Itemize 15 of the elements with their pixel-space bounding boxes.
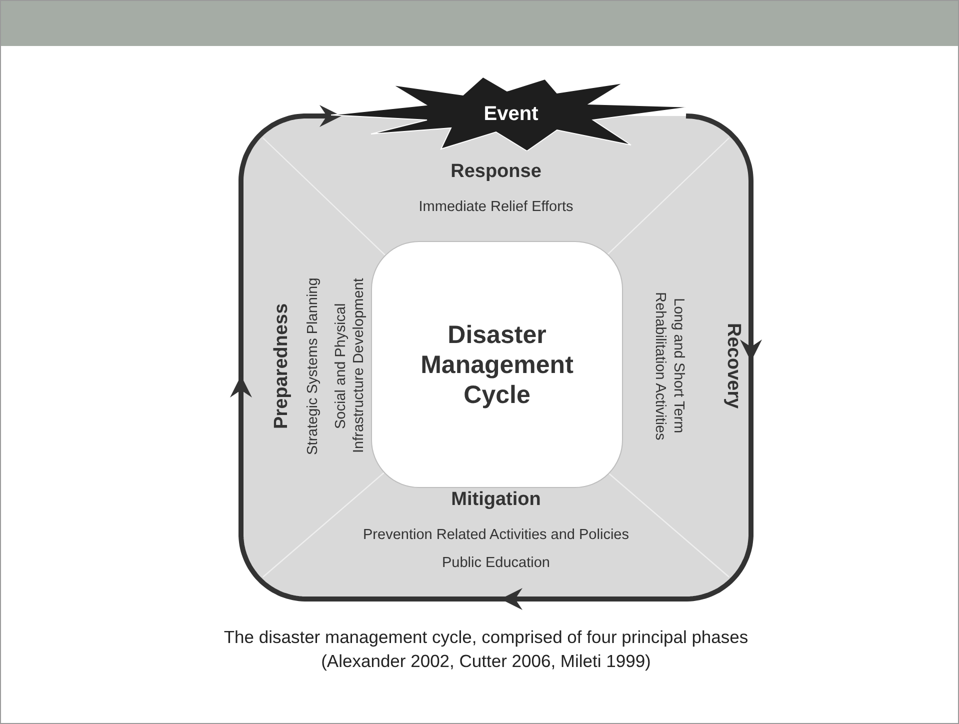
phase-heading: Preparedness — [271, 303, 293, 429]
phase-heading: Response — [450, 161, 542, 184]
cycle-arrow — [238, 105, 342, 381]
phase-heading: Mitigation — [451, 489, 541, 512]
cycle-title: Disaster Management Cycle — [420, 320, 574, 410]
phase-description: Long and Short Term Rehabilitation Activities — [651, 290, 688, 442]
figure-caption: The disaster management cycle, comprised of four principal phases (Alexander 2002, Cutter 2006, Mileti 1999) — [222, 626, 750, 673]
phase-description: Strategic Systems Planning — [304, 276, 322, 457]
phase-description: Public Education — [440, 554, 551, 572]
event-label: Event — [484, 102, 538, 126]
cycle-center-box — [371, 241, 623, 488]
phase-heading: Recovery — [722, 323, 744, 409]
phase-description: Social and Physical Infrastructure Development — [332, 277, 368, 456]
phase-description: Prevention Related Activities and Policies — [362, 526, 630, 544]
phase-description: Immediate Relief Efforts — [418, 198, 574, 216]
